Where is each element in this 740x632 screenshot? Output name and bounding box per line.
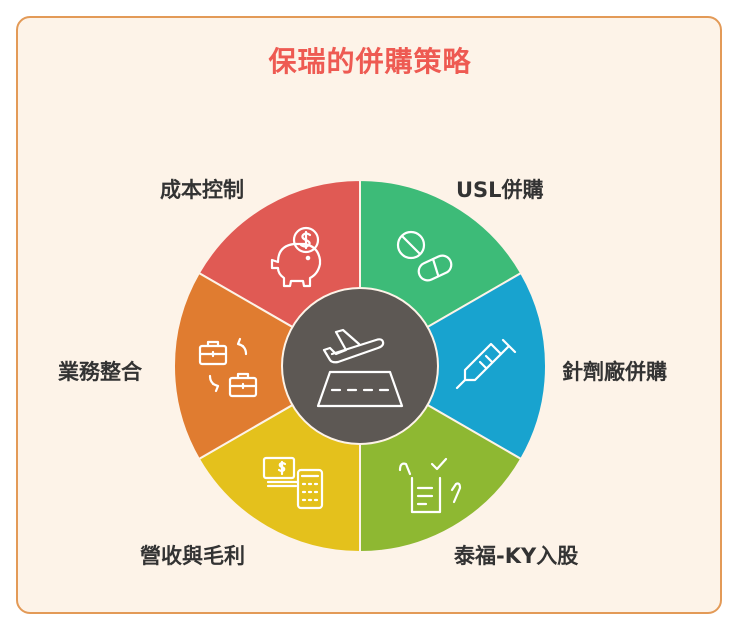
label-business-integration: 業務整合	[58, 360, 142, 384]
cash-calculator-icon	[262, 456, 324, 510]
center-hub	[281, 287, 439, 445]
diagram-title: 保瑞的併購策略	[268, 45, 472, 78]
segment-business-integration	[172, 271, 363, 461]
airplane-takeoff-icon	[316, 328, 404, 408]
label-usl-acquisition: USL併購	[456, 178, 544, 202]
pills-icon	[396, 230, 453, 282]
label-cost-control: 成本控制	[160, 178, 244, 202]
segment-injection-plant-acquisition	[357, 271, 548, 461]
contract-signing-icon	[398, 457, 462, 514]
label-injection-plant-acquisition: 針劑廠併購	[562, 360, 667, 384]
label-taifu-ky-investment: 泰福-KY入股	[454, 544, 579, 568]
briefcase-swap-icon	[198, 337, 258, 398]
piggy-bank-icon	[270, 226, 322, 288]
label-revenue-margin: 營收與毛利	[140, 544, 245, 568]
syringe-icon	[455, 338, 517, 390]
